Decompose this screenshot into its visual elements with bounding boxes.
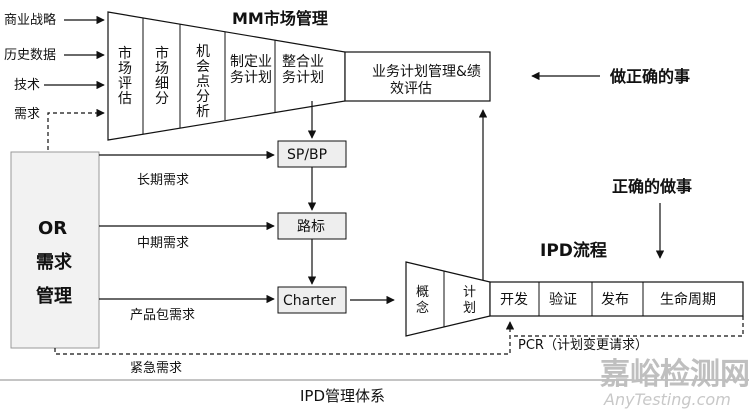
svg-text:需求: 需求 xyxy=(36,251,73,273)
input-business-strategy: 商业战略 xyxy=(4,12,56,28)
svg-text:机: 机 xyxy=(196,44,210,60)
footer-title: IPD管理体系 xyxy=(300,387,385,405)
mm-title: MM市场管理 xyxy=(232,9,328,28)
arrow-urgent-demand xyxy=(54,321,515,355)
mm-step-integrate-plan: 整合业 务计划 xyxy=(282,54,324,86)
label-do-things-right: 正确的做事 xyxy=(612,177,692,196)
ipd-phase-concept: 概 念 xyxy=(416,285,429,316)
ipd-phase-release: 发布 xyxy=(601,292,629,308)
or-box-text: OR 需求 管理 xyxy=(36,218,73,307)
svg-text:分: 分 xyxy=(155,91,169,107)
svg-text:会: 会 xyxy=(196,59,210,75)
label-product-package-demand: 产品包需求 xyxy=(130,308,195,323)
svg-text:概: 概 xyxy=(416,285,429,300)
svg-text:市: 市 xyxy=(155,45,169,62)
svg-text:务计划: 务计划 xyxy=(282,70,324,86)
input-technology: 技术 xyxy=(14,78,40,93)
mm-output-text: 业务计划管理&绩 效评估 xyxy=(372,64,481,97)
svg-text:管理: 管理 xyxy=(36,285,72,307)
ipd-title: IPD流程 xyxy=(540,240,607,261)
ipd-phase-plan: 计 划 xyxy=(463,285,476,316)
mm-output-box xyxy=(344,51,491,102)
label-mid-term-demand: 中期需求 xyxy=(137,236,189,251)
ipd-phase-develop: 开发 xyxy=(500,292,528,308)
pcr-dashed-line xyxy=(512,316,744,337)
mm-step-market-segmentation: 市 场 细 分 xyxy=(155,45,169,107)
svg-text:场: 场 xyxy=(118,61,132,77)
input-history-data: 历史数据 xyxy=(4,48,56,63)
label-long-term-demand: 长期需求 xyxy=(137,173,189,188)
box-sp-bp xyxy=(277,140,347,168)
mm-step-opportunity-analysis: 机 会 点 分 析 xyxy=(196,44,210,120)
ipd-phase-lifecycle: 生命周期 xyxy=(660,291,716,308)
mm-step-business-plan: 制定业 务计划 xyxy=(230,54,272,86)
svg-text:估: 估 xyxy=(118,91,132,107)
arrow-demand-dashed xyxy=(47,108,105,150)
svg-text:务计划: 务计划 xyxy=(230,70,272,86)
box-roadmap-label: 路标 xyxy=(297,219,325,235)
svg-text:评: 评 xyxy=(118,76,132,92)
or-demand-management-box xyxy=(10,151,100,349)
ipd-phase-verify: 验证 xyxy=(549,292,577,308)
svg-text:析: 析 xyxy=(196,104,210,120)
box-roadmap xyxy=(277,212,347,240)
svg-text:市: 市 xyxy=(118,45,132,62)
svg-text:场: 场 xyxy=(155,61,169,77)
pcr-label: PCR（计划变更请求） xyxy=(518,337,648,353)
box-charter xyxy=(277,286,347,314)
svg-text:效评估: 效评估 xyxy=(390,81,432,97)
mm-step-market-evaluation: 市 场 评 估 xyxy=(118,45,132,107)
svg-text:业务计划管理&绩: 业务计划管理&绩 xyxy=(372,64,481,80)
svg-text:整合业: 整合业 xyxy=(282,54,324,70)
svg-text:分: 分 xyxy=(196,89,210,105)
svg-text:划: 划 xyxy=(463,301,476,316)
svg-text:念: 念 xyxy=(416,300,429,316)
svg-text:制定业: 制定业 xyxy=(230,54,272,70)
label-do-right-things: 做正确的事 xyxy=(609,67,690,86)
watermark-url: AnyTesting.com xyxy=(603,390,731,409)
box-charter-label: Charter xyxy=(283,293,336,309)
box-sp-bp-label: SP/BP xyxy=(287,147,327,163)
svg-text:OR: OR xyxy=(38,218,67,239)
svg-text:点: 点 xyxy=(196,74,210,90)
watermark-logo-text: 嘉峪检测网 xyxy=(600,357,749,392)
svg-text:细: 细 xyxy=(155,76,169,92)
input-demand: 需求 xyxy=(14,107,40,122)
svg-text:计: 计 xyxy=(463,285,476,300)
ipd-phase-bar xyxy=(489,281,744,317)
label-urgent-demand: 紧急需求 xyxy=(130,361,182,376)
